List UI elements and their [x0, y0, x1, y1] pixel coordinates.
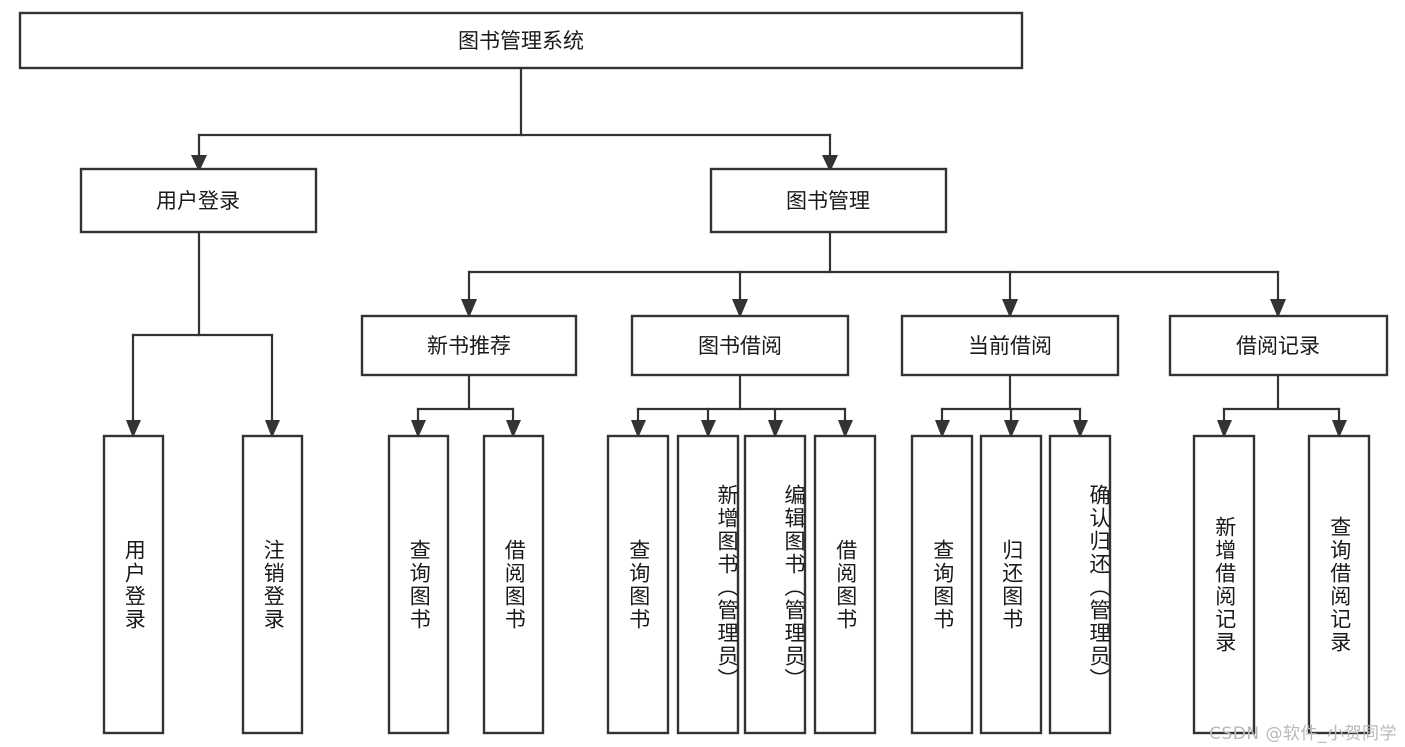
node-box-current-borrow[interactable] [900, 314, 1120, 377]
arrow-head-leaf-confirm-return [1073, 420, 1088, 438]
node-box-borrow-record[interactable] [1168, 314, 1389, 377]
node-label-current-borrow: 当前借阅 [968, 334, 1052, 358]
node-label-new-book-recommend: 新书推荐 [427, 334, 511, 358]
arrow-head-leaf-user-login [126, 420, 141, 438]
connector-group-book-borrow [631, 373, 853, 438]
arrow-head-leaf-return-book [1004, 420, 1019, 438]
connector-group-current-borrow [935, 373, 1088, 438]
node-box-root[interactable] [18, 11, 1024, 70]
node-label-book-borrow: 图书借阅 [698, 334, 782, 358]
arrow-head-new-book-recommend [461, 299, 477, 318]
node-box-book-borrow[interactable] [630, 314, 850, 377]
node-box-leaf-query-record[interactable] [1307, 434, 1371, 735]
node-box-book-management[interactable] [709, 167, 948, 234]
arrow-head-leaf-query-book-3 [935, 420, 950, 438]
arrow-head-leaf-query-record [1332, 420, 1347, 438]
node-box-leaf-query-book-1[interactable] [387, 434, 450, 735]
node-box-leaf-return-book[interactable] [979, 434, 1043, 735]
arrow-head-borrow-record [1270, 299, 1286, 318]
node-box-leaf-add-record[interactable] [1192, 434, 1256, 735]
arrow-head-current-borrow [1002, 299, 1018, 318]
node-box-leaf-borrow-book-2[interactable] [813, 434, 877, 735]
node-box-user-login[interactable] [79, 167, 318, 234]
node-box-leaf-logout-login[interactable] [241, 434, 304, 735]
node-box-leaf-query-book-3[interactable] [910, 434, 974, 735]
node-box-leaf-user-login[interactable] [102, 434, 165, 735]
node-box-leaf-confirm-return[interactable] [1048, 434, 1112, 735]
node-label-borrow-record: 借阅记录 [1236, 334, 1320, 358]
node-box-leaf-query-book-2[interactable] [606, 434, 670, 735]
arrow-head-leaf-query-book-2 [631, 420, 646, 438]
arrow-head-book-management [822, 155, 838, 172]
arrow-head-leaf-query-book-1 [411, 420, 426, 438]
connector-group-root [191, 66, 838, 172]
arrow-head-user-login [191, 155, 207, 172]
node-box-leaf-edit-book[interactable] [743, 434, 807, 735]
csdn-watermark: CSDN @软件_小贺同学 [1209, 724, 1397, 744]
connector-group-book-management [461, 230, 1286, 318]
arrow-head-leaf-edit-book [768, 420, 783, 438]
node-label-book-management: 图书管理 [786, 189, 870, 213]
node-box-leaf-borrow-book-1[interactable] [482, 434, 545, 735]
node-label-root: 图书管理系统 [458, 29, 584, 53]
arrow-head-leaf-add-record [1217, 420, 1232, 438]
arrow-head-leaf-logout-login [265, 420, 280, 438]
node-box-leaf-add-book[interactable] [676, 434, 740, 735]
connector-group-borrow-record [1217, 373, 1347, 438]
connector-group-new-book-recommend [411, 373, 521, 438]
arrow-head-leaf-borrow-book-1 [506, 420, 521, 438]
arrow-head-leaf-add-book [701, 420, 716, 438]
arrow-head-book-borrow [732, 299, 748, 318]
node-label-user-login: 用户登录 [156, 189, 240, 213]
arrow-head-leaf-borrow-book-2 [838, 420, 853, 438]
connector-group-user-login [126, 230, 280, 438]
node-box-new-book-recommend[interactable] [360, 314, 578, 377]
